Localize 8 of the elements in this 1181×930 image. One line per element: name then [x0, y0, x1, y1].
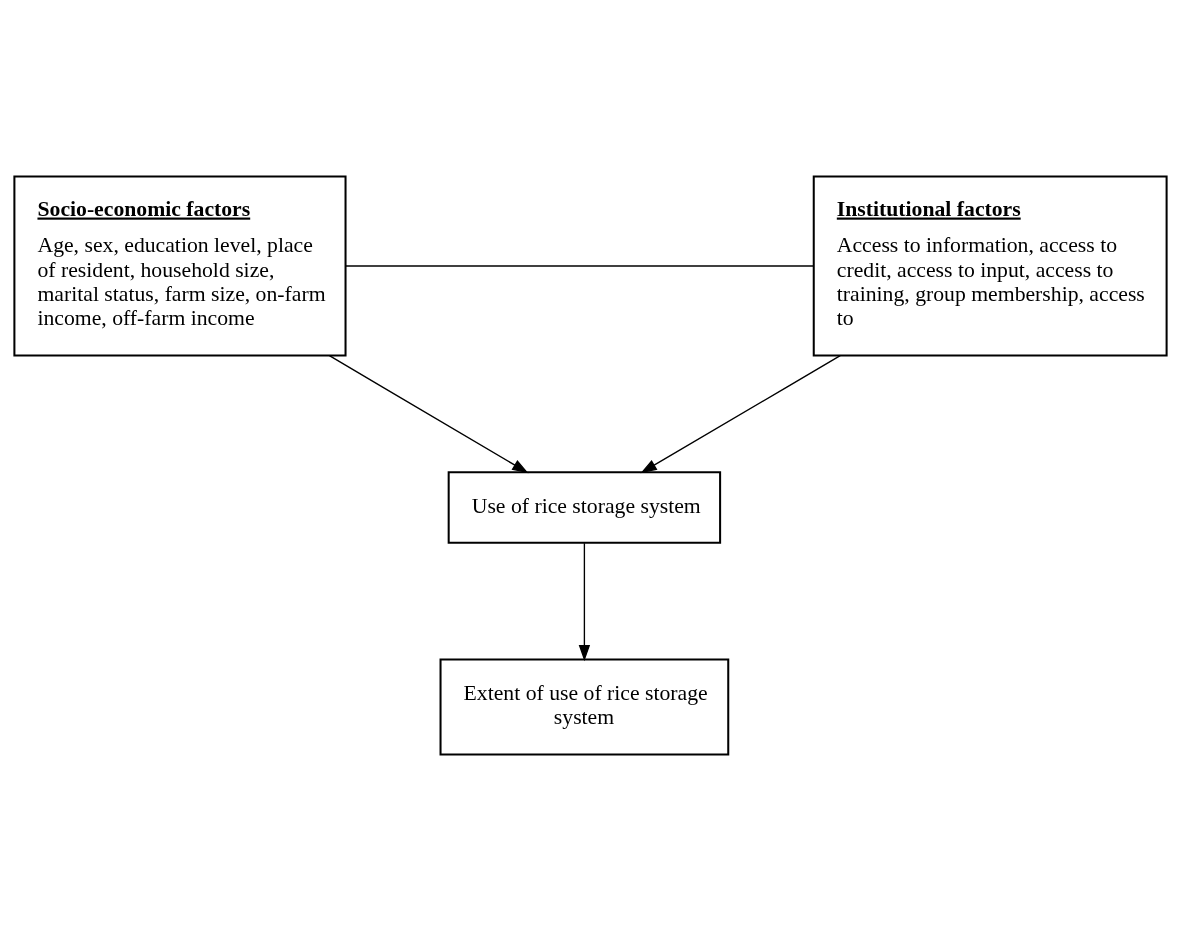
node-box: Extent of use of rice storage system: [439, 658, 730, 756]
arrow: [640, 354, 841, 473]
node-box: Use of rice storage system: [447, 470, 722, 544]
node-box: Socio-economic factors Age, sex, education level, place of resident, household size, marital status, farm size, on-farm income, off-farm income: [13, 174, 347, 357]
arrow: [328, 354, 529, 473]
arrow: [578, 542, 591, 661]
node-box: Institutional factors Access to information, access to credit, access to input, access to training, group membership, access to: [812, 174, 1168, 357]
connector: [345, 264, 814, 267]
